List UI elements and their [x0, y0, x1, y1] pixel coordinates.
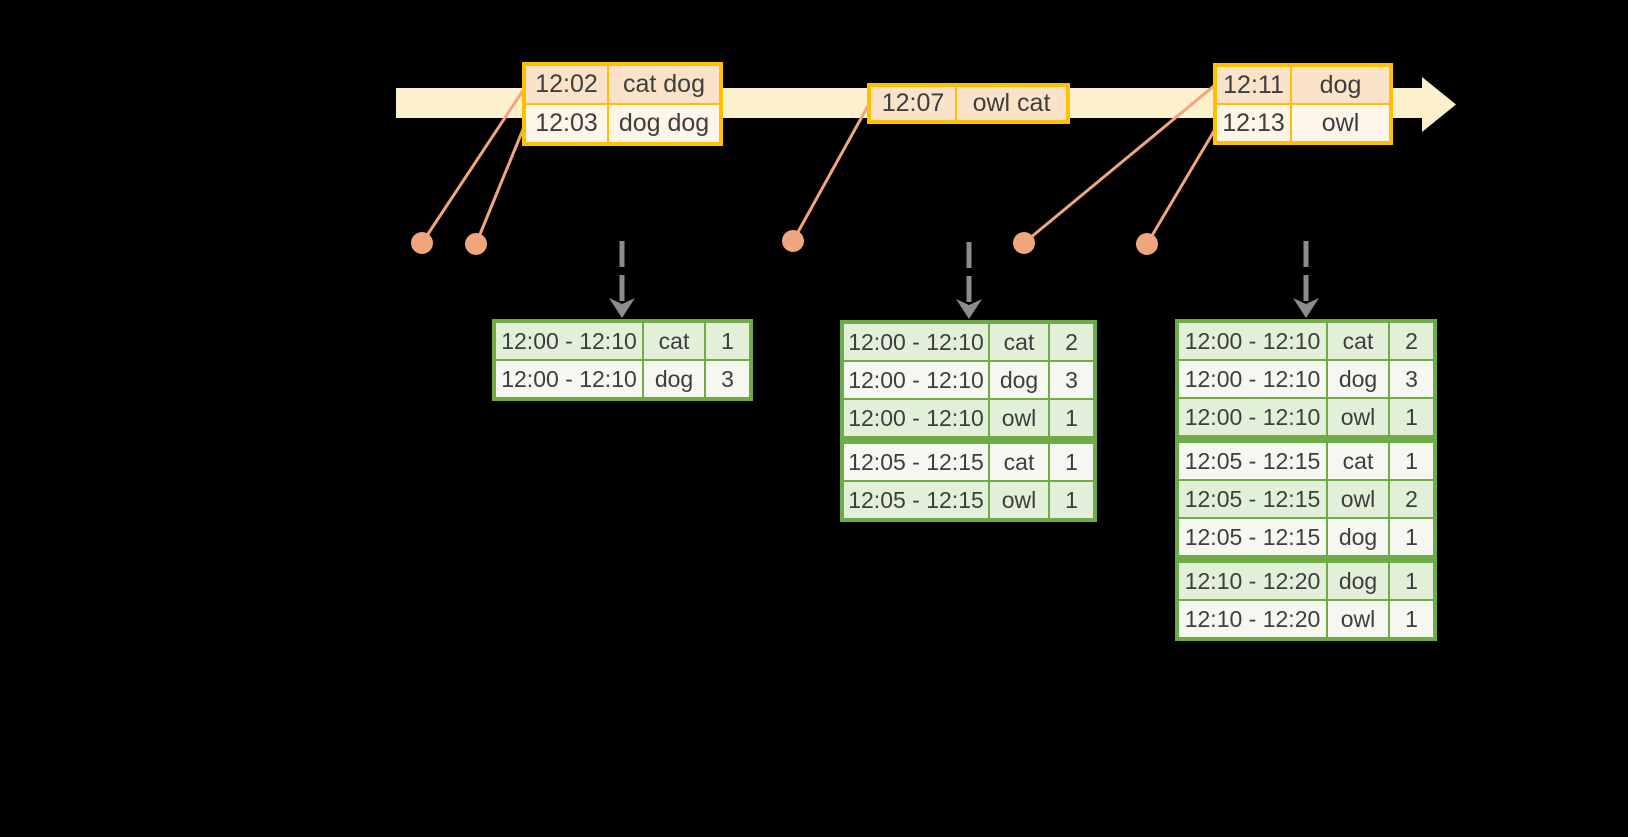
word-cell: cat — [990, 324, 1048, 360]
window-cell: 12:00 - 12:10 — [1179, 323, 1326, 359]
result-row: 12:05 - 12:15 dog 1 — [1179, 519, 1433, 555]
word-cell: cat — [990, 444, 1048, 480]
event-time-cell: 12:13 — [1217, 105, 1290, 141]
window-cell: 12:05 - 12:15 — [844, 444, 988, 480]
event-row: 12:02 cat dog — [526, 66, 719, 103]
window-cell: 12:10 - 12:20 — [1179, 601, 1326, 637]
window-cell: 12:05 - 12:15 — [844, 482, 988, 518]
window-cell: 12:10 - 12:20 — [1179, 563, 1326, 599]
word-cell: dog — [1328, 519, 1388, 555]
event-connector-line — [420, 88, 526, 244]
event-dot — [782, 230, 804, 252]
count-cell: 1 — [1390, 601, 1433, 637]
stream-event-table-2: 12:07 owl cat — [867, 83, 1070, 124]
event-row: 12:13 owl — [1217, 105, 1389, 141]
word-cell: cat — [644, 323, 704, 359]
result-table-1: 12:00 - 12:10 cat 1 12:00 - 12:10 dog 3 — [492, 319, 753, 401]
window-cell: 12:00 - 12:10 — [1179, 361, 1326, 397]
window-cell: 12:05 - 12:15 — [1179, 481, 1326, 517]
emit-arrow — [1293, 241, 1319, 318]
result-row: 12:05 - 12:15 cat 1 — [1179, 443, 1433, 479]
word-cell: cat — [1328, 323, 1388, 359]
result-row: 12:05 - 12:15 owl 1 — [844, 482, 1093, 518]
word-cell: cat — [1328, 443, 1388, 479]
count-cell: 1 — [1050, 400, 1093, 436]
word-cell: owl — [1328, 601, 1388, 637]
count-cell: 1 — [1390, 563, 1433, 599]
count-cell: 1 — [1390, 443, 1433, 479]
event-time-cell: 12:07 — [871, 87, 955, 120]
count-cell: 3 — [706, 361, 749, 397]
result-row: 12:10 - 12:20 dog 1 — [1179, 563, 1433, 599]
result-row: 12:00 - 12:10 dog 3 — [844, 362, 1093, 398]
window-cell: 12:00 - 12:10 — [844, 362, 988, 398]
result-row: 12:00 - 12:10 dog 3 — [496, 361, 749, 397]
window-cell: 12:00 - 12:10 — [844, 400, 988, 436]
event-row: 12:11 dog — [1217, 67, 1389, 103]
event-connector-line — [1145, 125, 1219, 245]
result-row: 12:00 - 12:10 cat 1 — [496, 323, 749, 359]
count-cell: 1 — [1050, 482, 1093, 518]
emit-arrow — [609, 241, 635, 318]
result-table-3: 12:00 - 12:10 cat 2 12:00 - 12:10 dog 3 … — [1175, 319, 1437, 641]
count-cell: 2 — [1050, 324, 1093, 360]
event-connector-line — [1023, 83, 1216, 245]
count-cell: 1 — [1390, 519, 1433, 555]
window-cell: 12:00 - 12:10 — [496, 323, 642, 359]
word-cell: dog — [644, 361, 704, 397]
event-words-cell: owl cat — [957, 87, 1066, 120]
word-cell: owl — [1328, 481, 1388, 517]
result-row: 12:00 - 12:10 cat 2 — [844, 324, 1093, 360]
count-cell: 3 — [1050, 362, 1093, 398]
event-row: 12:03 dog dog — [526, 105, 719, 142]
count-cell: 2 — [1390, 323, 1433, 359]
event-row: 12:07 owl cat — [871, 87, 1066, 120]
event-dot — [1013, 232, 1035, 254]
event-dot — [411, 232, 433, 254]
stream-event-table-1: 12:02 cat dog 12:03 dog dog — [522, 62, 723, 146]
emit-arrow-head-icon — [956, 299, 982, 319]
window-cell: 12:00 - 12:10 — [844, 324, 988, 360]
result-row: 12:00 - 12:10 owl 1 — [1179, 399, 1433, 435]
count-cell: 1 — [1390, 399, 1433, 435]
event-dot — [465, 233, 487, 255]
result-table-2: 12:00 - 12:10 cat 2 12:00 - 12:10 dog 3 … — [840, 320, 1097, 522]
count-cell: 1 — [1050, 444, 1093, 480]
count-cell: 1 — [706, 323, 749, 359]
event-dot — [1136, 233, 1158, 255]
word-cell: dog — [990, 362, 1048, 398]
event-words-cell: cat dog — [609, 66, 719, 103]
result-row: 12:05 - 12:15 cat 1 — [844, 444, 1093, 480]
event-words-cell: dog — [1292, 67, 1389, 103]
word-cell: owl — [990, 400, 1048, 436]
window-cell: 12:05 - 12:15 — [1179, 443, 1326, 479]
emit-arrow-head-icon — [1293, 298, 1319, 318]
word-cell: dog — [1328, 563, 1388, 599]
word-cell: dog — [1328, 361, 1388, 397]
word-cell: owl — [1328, 399, 1388, 435]
window-cell: 12:05 - 12:15 — [1179, 519, 1326, 555]
stream-event-table-3: 12:11 dog 12:13 owl — [1213, 63, 1393, 145]
result-row: 12:00 - 12:10 dog 3 — [1179, 361, 1433, 397]
event-words-cell: owl — [1292, 105, 1389, 141]
event-connector-line — [791, 103, 871, 242]
result-row: 12:00 - 12:10 owl 1 — [844, 400, 1093, 436]
result-row: 12:10 - 12:20 owl 1 — [1179, 601, 1433, 637]
count-cell: 3 — [1390, 361, 1433, 397]
event-connector-line — [474, 126, 526, 245]
count-cell: 2 — [1390, 481, 1433, 517]
word-cell: owl — [990, 482, 1048, 518]
window-cell: 12:00 - 12:10 — [496, 361, 642, 397]
event-time-cell: 12:11 — [1217, 67, 1290, 103]
event-time-cell: 12:03 — [526, 105, 607, 142]
timeline-arrowhead-icon — [1422, 77, 1456, 132]
result-row: 12:00 - 12:10 cat 2 — [1179, 323, 1433, 359]
window-cell: 12:00 - 12:10 — [1179, 399, 1326, 435]
event-time-cell: 12:02 — [526, 66, 607, 103]
result-row: 12:05 - 12:15 owl 2 — [1179, 481, 1433, 517]
event-words-cell: dog dog — [609, 105, 719, 142]
emit-arrow — [956, 242, 982, 319]
emit-arrow-head-icon — [609, 298, 635, 318]
